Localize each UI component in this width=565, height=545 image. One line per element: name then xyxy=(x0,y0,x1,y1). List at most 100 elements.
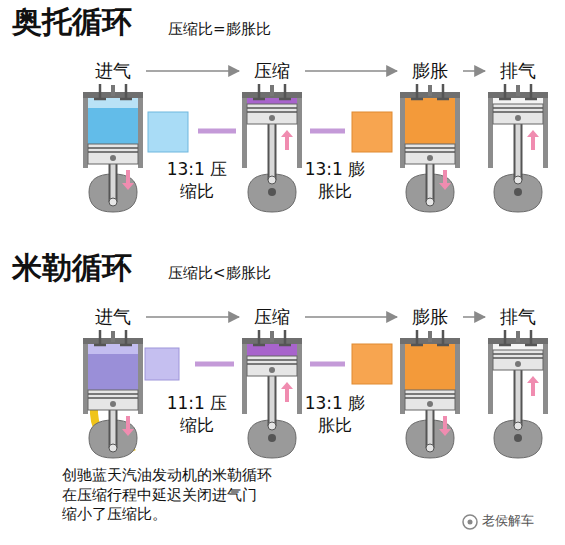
valve-head xyxy=(253,344,265,347)
connecting-rod xyxy=(270,118,275,180)
connecting-rod xyxy=(270,370,275,426)
connecting-rod xyxy=(268,118,277,180)
intake-volume-square xyxy=(148,112,188,152)
piston-ring xyxy=(247,359,297,361)
piston-ring xyxy=(493,111,543,113)
valve-stem xyxy=(284,84,287,99)
gas-charge xyxy=(405,108,455,144)
stroke-arrow xyxy=(305,316,397,318)
spark-plug xyxy=(516,331,520,342)
cylinder-wall xyxy=(400,98,405,168)
connecting-rod xyxy=(109,158,118,202)
crank-pin xyxy=(426,198,434,206)
valve-stem xyxy=(99,84,102,99)
piston-ring xyxy=(405,147,455,149)
connecting-rod xyxy=(428,158,433,202)
gas-charge xyxy=(405,98,455,108)
piston xyxy=(493,350,543,370)
cylinder-wall xyxy=(455,344,460,414)
ratio-label: 13:1 膨胀比 xyxy=(300,158,370,202)
crank-pin xyxy=(514,422,522,430)
piston-ring xyxy=(247,107,297,109)
motion-arrowhead xyxy=(281,382,293,389)
valve-head xyxy=(411,344,423,347)
cylinder-wall xyxy=(543,344,548,414)
ratio-colon-line xyxy=(310,362,345,367)
crank-axis xyxy=(268,188,276,196)
cylinder-wall xyxy=(297,98,302,168)
valve-head xyxy=(499,344,511,347)
stage-label: 进气 xyxy=(95,304,131,330)
motion-arrowhead xyxy=(281,130,293,137)
piston-pin xyxy=(110,401,116,407)
piston-pin xyxy=(269,367,275,373)
cylinder-wall xyxy=(297,344,302,414)
connecting-rod xyxy=(111,404,116,448)
stroke-stage: 膨胀 xyxy=(400,58,460,214)
piston-pin xyxy=(515,115,521,121)
valve-stem xyxy=(504,330,507,345)
piston-ring xyxy=(247,111,297,113)
ratio-label: 13:1 膨胀比 xyxy=(300,392,370,436)
stroke-stage: 压缩 xyxy=(242,304,302,460)
gas-charge xyxy=(88,108,138,144)
piston-pin xyxy=(515,361,521,367)
stroke-arrow xyxy=(146,70,239,72)
engine-cylinder xyxy=(488,330,548,460)
piston-ring xyxy=(493,353,543,355)
stroke-arrow xyxy=(463,70,485,72)
motion-arrowhead xyxy=(122,183,134,190)
connecting-rod xyxy=(514,364,523,426)
connecting-rod xyxy=(109,404,118,448)
gas-charge xyxy=(405,344,455,354)
piston-ring xyxy=(405,393,455,395)
stroke-stage: 排气 xyxy=(488,58,548,214)
spark-plug xyxy=(111,331,115,342)
ratio-colon-line xyxy=(310,129,345,134)
piston xyxy=(247,356,297,376)
gas-charge xyxy=(88,344,138,354)
connecting-rod xyxy=(426,404,435,448)
valve-stem xyxy=(99,330,102,345)
cylinder-wall xyxy=(543,98,548,168)
crank-pin xyxy=(268,422,276,430)
stroke-stage: 进气 xyxy=(83,58,143,214)
gas-charge xyxy=(247,98,297,104)
stroke-stage: 进气 xyxy=(83,304,143,460)
piston xyxy=(88,390,138,410)
engine-cylinder xyxy=(83,84,143,214)
piston-ring xyxy=(405,397,455,399)
piston-ring xyxy=(493,107,543,109)
valve-stem xyxy=(258,84,261,99)
watermark-icon xyxy=(463,515,477,529)
ratio-label: 11:1 压缩比 xyxy=(162,392,232,436)
gas-charge xyxy=(493,344,543,350)
connecting-rod xyxy=(516,118,521,180)
watermark-icon xyxy=(468,520,473,525)
stroke-stage: 压缩 xyxy=(242,58,302,214)
piston-ring xyxy=(88,393,138,395)
stroke-stage: 膨胀 xyxy=(400,304,460,460)
valve-stem xyxy=(284,330,287,345)
intake-volume-square xyxy=(145,348,179,380)
spark-plug xyxy=(270,331,274,342)
spark-plug xyxy=(428,331,432,342)
valve-stem xyxy=(504,84,507,99)
crank-axis xyxy=(514,188,522,196)
connecting-rod xyxy=(514,118,523,180)
crank-pin xyxy=(268,176,276,184)
cylinder-wall xyxy=(400,344,405,414)
valve-head xyxy=(120,98,132,101)
stage-label: 膨胀 xyxy=(412,304,448,330)
piston-ring xyxy=(493,357,543,359)
engine-cylinder xyxy=(488,84,548,214)
cylinder-wall xyxy=(138,98,143,168)
stroke-arrow xyxy=(463,316,485,318)
valve-stem xyxy=(530,330,533,345)
valve-head xyxy=(120,344,132,347)
expansion-volume-square xyxy=(352,112,392,152)
crank-pin xyxy=(514,176,522,184)
stage-label: 进气 xyxy=(95,58,131,84)
cylinder-wall xyxy=(488,344,493,414)
stroke-arrow xyxy=(305,70,397,72)
